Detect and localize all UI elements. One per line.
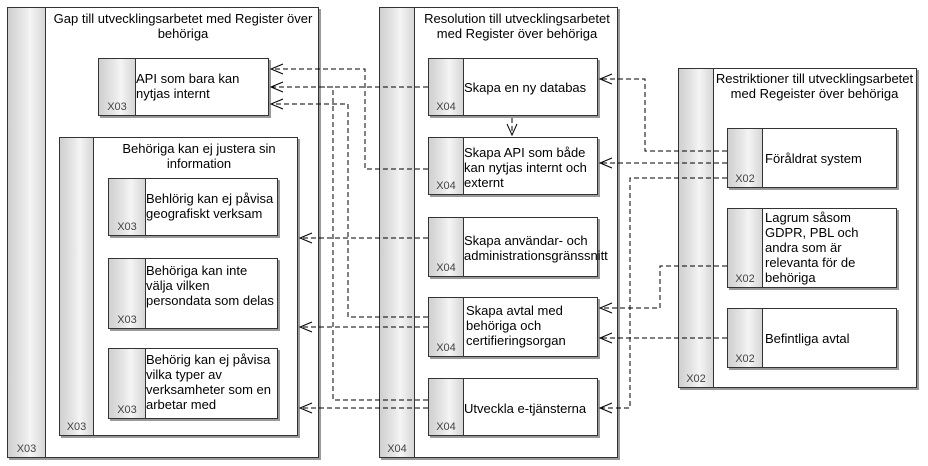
resolution-item-label: Utveckla e-tjänsterna: [464, 401, 587, 416]
restriction-item-code: X02: [735, 353, 755, 365]
resolution-container-bar: X04: [380, 8, 415, 457]
restriction-item-existing-agreements[interactable]: X02 Befintliga avtal: [727, 308, 897, 368]
gap-item-label: API som bara kan nytjas internt: [136, 71, 240, 101]
restriction-item-label: Lagrum såsom GDPR, PBL och andra som är …: [765, 210, 859, 285]
arrowhead-icon: [598, 157, 613, 169]
resolution-item-code: X04: [436, 342, 456, 354]
restriction-item-label: Föråldrat system: [765, 151, 862, 166]
restrictions-container-title: Restriktioner till utvecklingsarbetet me…: [715, 71, 914, 101]
resolution-item-bar: X04: [429, 59, 464, 115]
gap-item-persondata[interactable]: X03 Behöriga kan inte välja vilken perso…: [108, 258, 278, 329]
arrowhead-icon: [269, 81, 284, 93]
arrowhead-icon: [269, 63, 284, 75]
resolution-item-code: X04: [436, 421, 456, 433]
resolution-item-interface[interactable]: X04 Skapa användar- och administrationsg…: [428, 217, 608, 277]
gap-container-title: Gap till utvecklingsarbetet med Register…: [53, 11, 313, 41]
gap-item-code: X03: [117, 404, 137, 416]
arrowhead-icon: [269, 98, 284, 110]
restriction-item-label: Befintliga avtal: [765, 331, 850, 346]
resolution-item-code: X04: [436, 262, 456, 274]
gap-container-bar: X03: [8, 8, 46, 457]
restrictions-container-code: X02: [686, 373, 706, 385]
resolution-item-bar: X04: [429, 218, 464, 276]
arrowhead-icon: [598, 302, 613, 314]
arrowhead-icon: [298, 232, 313, 244]
connector-eservices-to-internal-api: [320, 86, 428, 401]
connector-outdated-to-database: [600, 78, 727, 152]
gap-item-bar: X03: [109, 349, 146, 418]
resolution-item-bar: X04: [429, 138, 464, 194]
gap-item-label: Behlörig kan ej påvisa geografiskt verks…: [146, 191, 274, 221]
gap-item-code: X03: [117, 221, 137, 233]
arrowhead-icon: [298, 402, 313, 414]
resolution-item-api[interactable]: X04 Skapa API som både kan nytjas intern…: [428, 137, 598, 195]
arrowhead-icon: [506, 123, 518, 137]
connector-agreements-to-internal-api: [271, 103, 428, 318]
gap-container-code: X03: [16, 443, 37, 455]
restriction-item-code: X02: [735, 173, 755, 185]
resolution-item-bar: X04: [429, 298, 464, 356]
gap-item-code: X03: [107, 101, 127, 113]
connector-legislation-to-interface: [600, 265, 727, 309]
resolution-item-bar: X04: [429, 379, 464, 435]
arrowhead-icon: [598, 402, 613, 414]
resolution-item-label: Skapa en ny databas: [464, 80, 587, 95]
arrowhead-icon: [598, 332, 613, 344]
restriction-item-outdated-system[interactable]: X02 Föråldrat system: [727, 128, 897, 188]
resolution-item-label: Skapa API som både kan nytjas internt oc…: [464, 145, 587, 190]
resolution-item-agreements[interactable]: X04 Skapa avtal med behöriga och certifi…: [428, 297, 598, 357]
gap-item-geographic[interactable]: X03 Behlörig kan ej påvisa geografiskt v…: [108, 178, 278, 236]
resolution-item-label: Skapa avtal med behöriga och certifierin…: [466, 303, 566, 348]
restrictions-container-bar: X02: [679, 69, 714, 387]
restriction-item-legislation[interactable]: X02 Lagrum såsom GDPR, PBL och andra som…: [727, 208, 897, 288]
gap-item-internal-api[interactable]: X03 API som bara kan nytjas internt: [98, 58, 269, 116]
restriction-item-code: X02: [735, 273, 755, 285]
gap-item-bar: X03: [109, 179, 146, 235]
connector-api-to-internal-api-a: [271, 68, 428, 170]
resolution-container-title: Resolution till utvecklingsarbetet med R…: [424, 11, 610, 41]
arrowhead-icon: [598, 73, 613, 85]
resolution-item-database[interactable]: X04 Skapa en ny databas: [428, 58, 598, 116]
gap-item-label: Behöriga kan inte välja vilken persondat…: [146, 263, 274, 308]
gap-group-code: X03: [66, 421, 87, 433]
restriction-item-bar: X02: [728, 129, 763, 187]
resolution-item-label: Skapa användar- och administrationsgräns…: [464, 233, 608, 263]
resolution-item-code: X04: [436, 101, 456, 113]
resolution-item-code: X04: [436, 180, 456, 192]
arrowhead-icon: [298, 321, 313, 333]
gap-group-bar: X03: [60, 138, 94, 435]
gap-item-label: Behörig kan ej påvisa vilka typer av ver…: [146, 352, 271, 412]
restriction-item-bar: X02: [728, 209, 763, 287]
gap-item-bar: X03: [99, 59, 136, 115]
connector-outdated-to-eservices: [600, 177, 727, 409]
gap-item-business-types[interactable]: X03 Behörig kan ej påvisa vilka typer av…: [108, 348, 278, 419]
gap-group-title: Behöriga kan ej justera sin information: [122, 141, 276, 171]
restriction-item-bar: X02: [728, 309, 763, 367]
resolution-container-code: X04: [387, 443, 407, 455]
gap-item-code: X03: [117, 314, 137, 326]
gap-item-bar: X03: [109, 259, 146, 328]
resolution-item-eservices[interactable]: X04 Utveckla e-tjänsterna: [428, 378, 598, 436]
